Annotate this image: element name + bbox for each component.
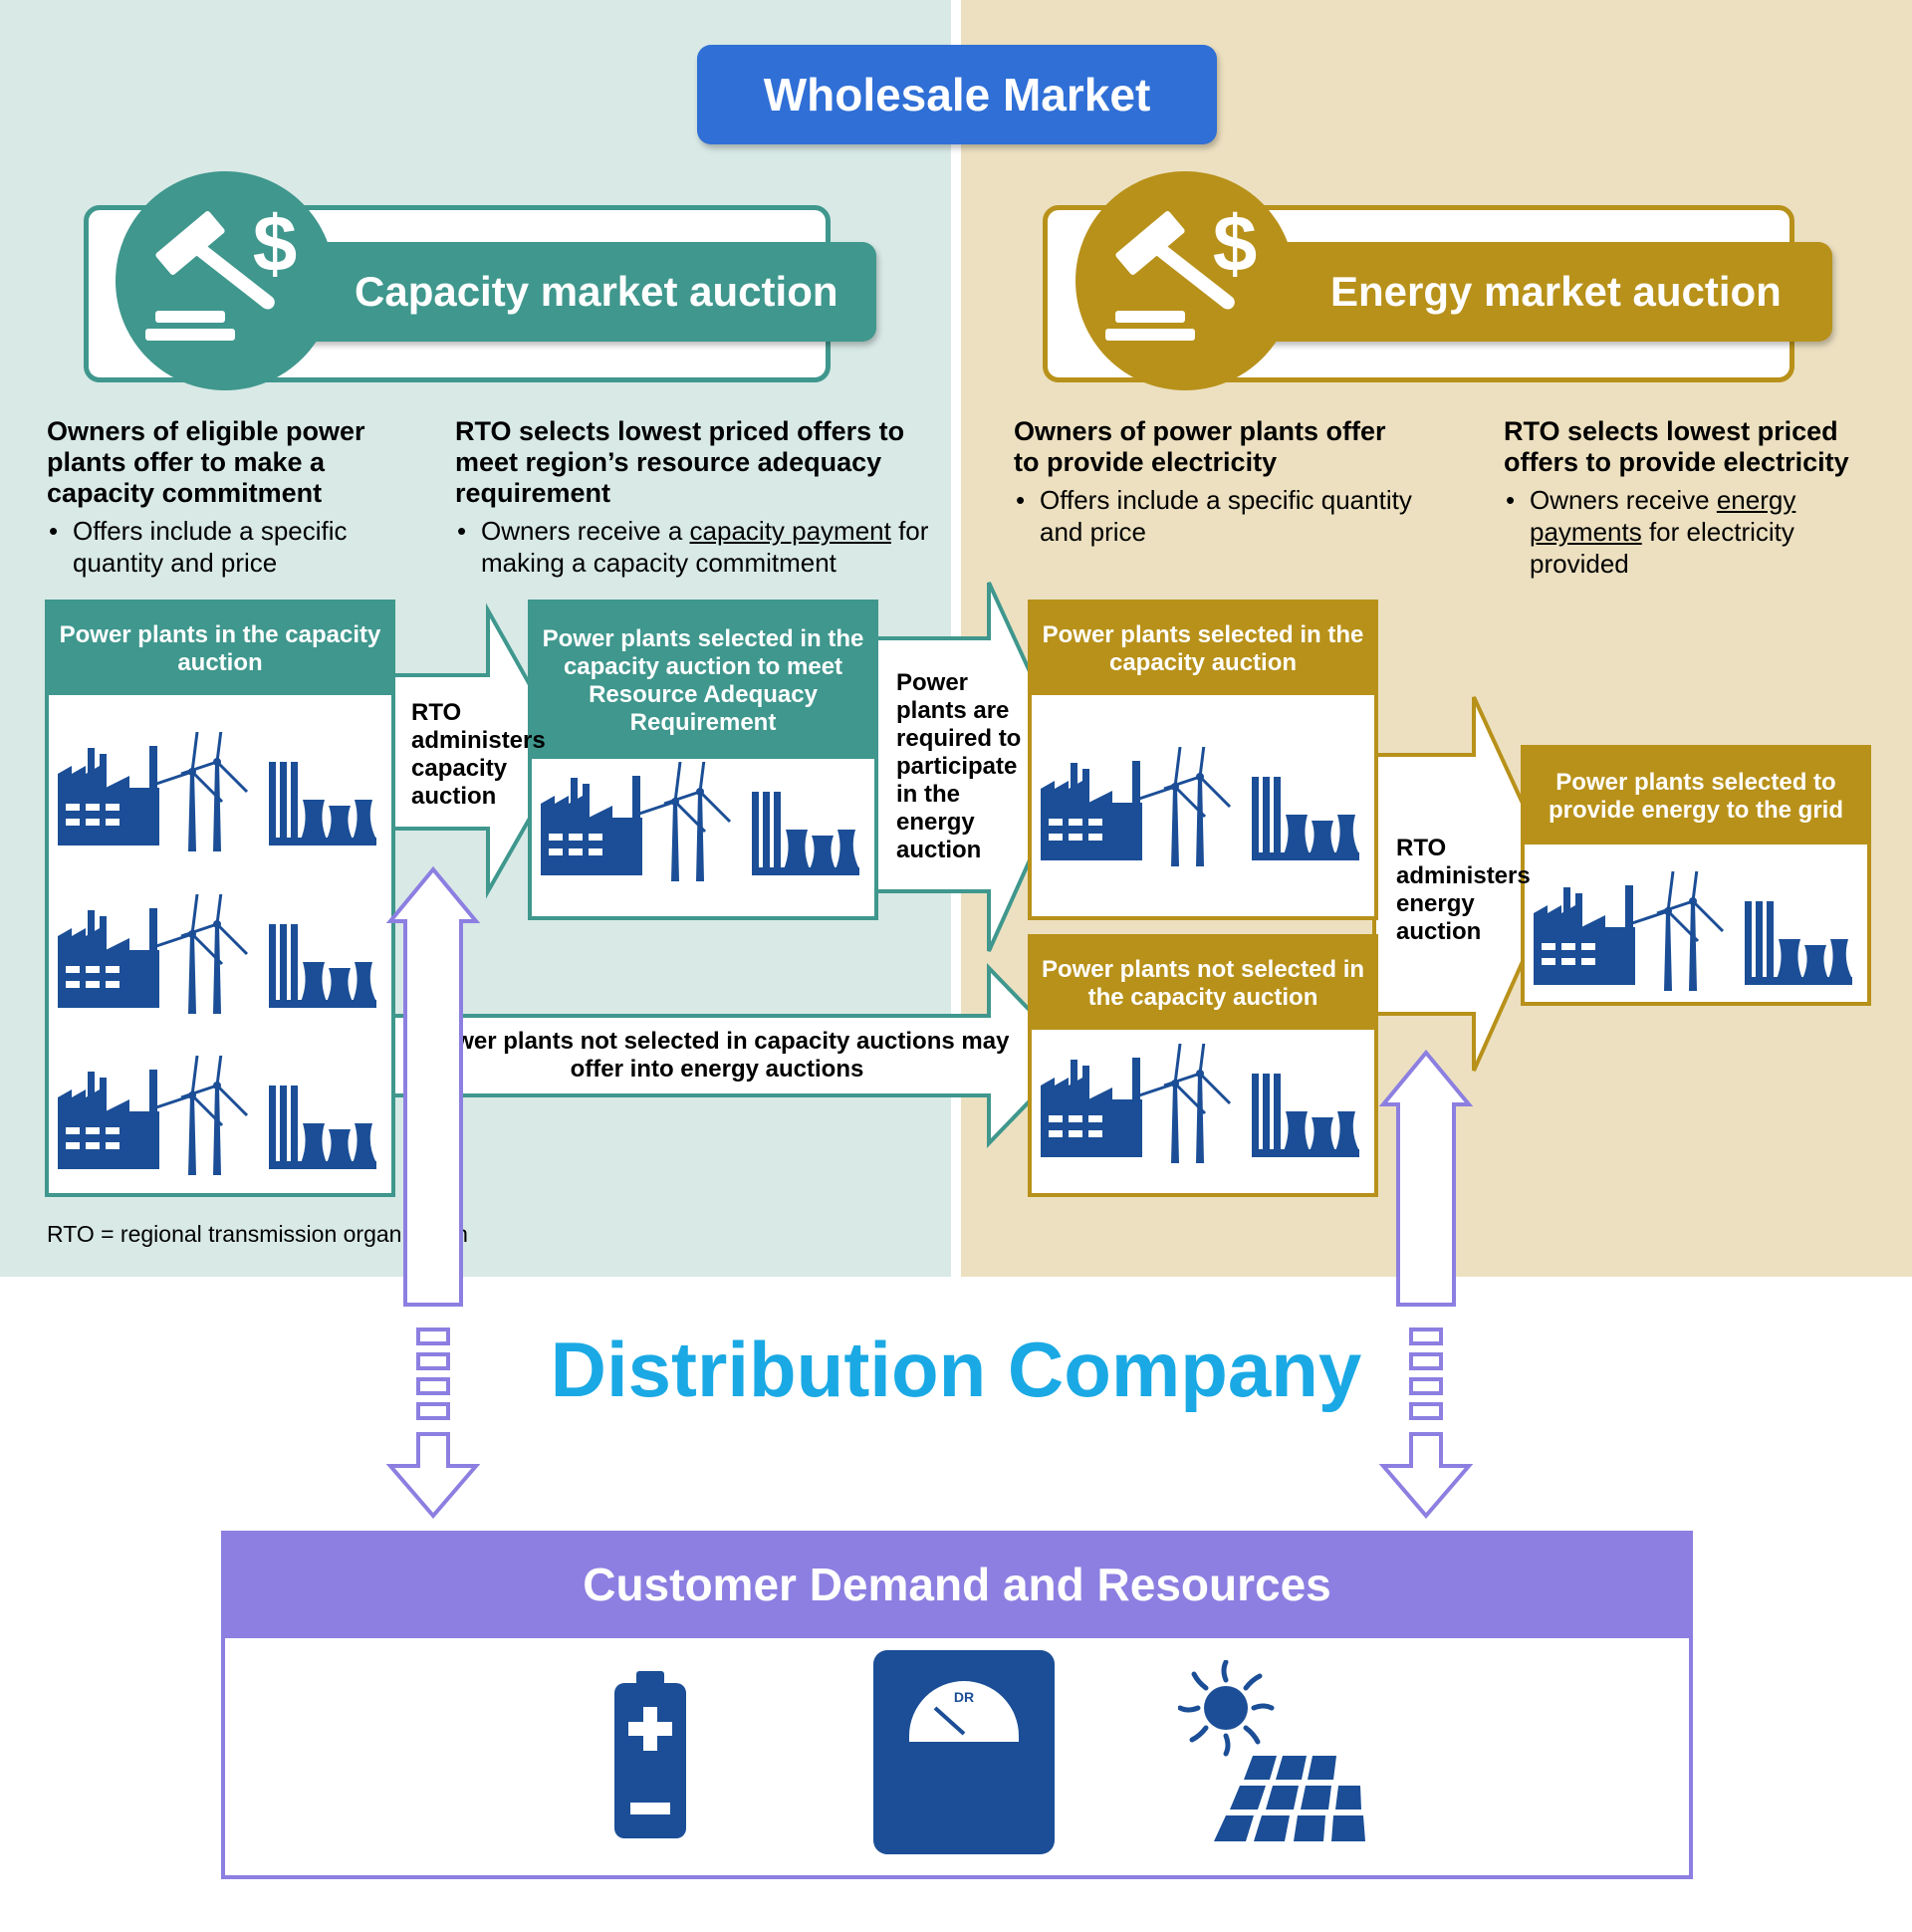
factory-icon	[1534, 885, 1635, 985]
energy-step2-description: RTO selects lowest priced offers to prov…	[1504, 416, 1887, 580]
capacity-step1-heading: Owners of eligible power plants offer to…	[47, 416, 365, 508]
capacity-step2-bullet-post: for making a capacity commitment	[481, 516, 929, 578]
factory-icon	[1041, 761, 1142, 860]
wind-turbine-icon	[1631, 860, 1725, 991]
capacity-step1-bullet: Offers include a specific quantity and p…	[49, 515, 425, 579]
plant-icon-row	[1534, 860, 1857, 996]
capacity-auction-title: Capacity market auction	[249, 242, 876, 342]
right-up-arrow	[1378, 1049, 1474, 1307]
capacity-step1-description: Owners of eligible power plants offer to…	[47, 416, 425, 579]
energy-step2-bullet: Owners receive energy payments for elect…	[1506, 484, 1887, 580]
power-plant-cooling-towers-icon	[1745, 901, 1852, 985]
wind-turbine-icon	[155, 721, 249, 851]
demand-response-meter-icon: DR	[873, 1650, 1055, 1854]
factory-icon	[58, 1070, 159, 1169]
plant-icon-row	[1041, 736, 1364, 871]
box4-title: Power plants not selected in the capacit…	[1032, 938, 1374, 1030]
energy-step1-heading: Owners of power plants offer to provide …	[1014, 416, 1386, 477]
svg-text:$: $	[253, 199, 298, 288]
capacity-step2-description: RTO selects lowest priced offers to meet…	[455, 416, 943, 579]
right-down-arrow	[1378, 1432, 1474, 1520]
energy-auction-title-text: Energy market auction	[1330, 268, 1782, 315]
arrow2-label: Power plants are required to participate…	[896, 669, 1022, 863]
distribution-company-title: Distribution Company	[550, 1326, 1362, 1413]
capacity-step2-bullet: Owners receive a capacity payment for ma…	[457, 515, 943, 579]
capacity-auction-title-text: Capacity market auction	[355, 268, 838, 315]
wholesale-market-title: Wholesale Market	[697, 45, 1217, 144]
solar-panel-icon	[1177, 1659, 1367, 1849]
arrow1-label: RTO administers capacity auction	[411, 699, 546, 810]
energy-step1-description: Owners of power plants offer to provide …	[1014, 416, 1412, 548]
left-up-arrow	[385, 865, 481, 1307]
left-down-arrow	[385, 1432, 481, 1520]
bottom-arrow-label: Power plants not selected in capacity au…	[424, 1028, 1010, 1083]
plant-icon-row	[58, 1045, 381, 1180]
power-plant-cooling-towers-icon	[1252, 1074, 1359, 1157]
factory-icon	[58, 746, 159, 845]
energy-gavel-icon: $	[1076, 171, 1295, 390]
wind-turbine-icon	[1138, 1033, 1232, 1163]
plant-icon-row	[541, 751, 864, 886]
plant-icon-row	[58, 721, 381, 856]
power-plant-cooling-towers-icon	[752, 792, 859, 875]
factory-icon	[1041, 1058, 1142, 1157]
energy-step2-bullet-post: for electricity provided	[1530, 517, 1794, 579]
energy-step2-bullet-pre: Owners receive	[1530, 485, 1717, 515]
dr-label: DR	[954, 1689, 974, 1705]
customer-resources-title: Customer Demand and Resources	[221, 1531, 1693, 1638]
wind-turbine-icon	[638, 751, 732, 881]
wind-turbine-icon	[155, 883, 249, 1014]
wind-turbine-icon	[155, 1045, 249, 1175]
box5-title: Power plants selected to provide energy …	[1525, 749, 1867, 845]
energy-step1-bullet: Offers include a specific quantity and p…	[1016, 484, 1412, 548]
capacity-step2-heading: RTO selects lowest priced offers to meet…	[455, 416, 905, 508]
power-plant-cooling-towers-icon	[1252, 777, 1359, 860]
capacity-gavel-icon: $	[116, 171, 335, 390]
factory-icon	[541, 776, 642, 875]
factory-icon	[58, 908, 159, 1008]
plant-icon-row	[1041, 1033, 1364, 1168]
arrow-energy-auction	[1372, 696, 1561, 1072]
box2-title: Power plants selected in the capacity au…	[532, 604, 874, 759]
energy-auction-title: Energy market auction	[1205, 242, 1832, 342]
footnote: RTO = regional transmission organization	[47, 1221, 468, 1247]
power-plant-cooling-towers-icon	[269, 762, 376, 845]
energy-payments-term: energy payments	[1530, 485, 1796, 547]
box1-title: Power plants in the capacity auction	[49, 604, 391, 695]
arrow3-label: RTO administers energy auction	[1396, 835, 1531, 945]
box3-title: Power plants selected in the capacity au…	[1032, 604, 1374, 695]
battery-icon	[614, 1671, 686, 1838]
wind-turbine-icon	[1138, 736, 1232, 866]
capacity-payment-term: capacity payment	[689, 516, 891, 546]
box-plants-in-capacity-auction: Power plants in the capacity auction	[45, 600, 395, 1197]
power-plant-cooling-towers-icon	[269, 924, 376, 1008]
energy-step2-heading: RTO selects lowest priced offers to prov…	[1504, 416, 1849, 477]
svg-text:$: $	[1213, 199, 1258, 288]
capacity-step2-bullet-pre: Owners receive a	[481, 516, 690, 546]
plant-icon-row	[58, 883, 381, 1019]
power-plant-cooling-towers-icon	[269, 1086, 376, 1169]
